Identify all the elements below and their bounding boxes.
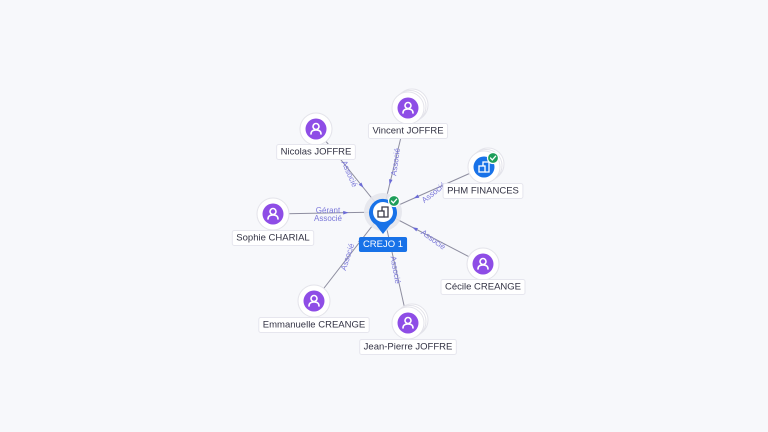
center-label-box [358,237,408,252]
node-vincent[interactable]: Vincent JOFFRE [367,88,449,139]
edge-arrow [343,210,349,215]
node-nicolas[interactable]: Nicolas JOFFRE [276,112,356,160]
node-label: PHM FINANCES [447,186,519,197]
person-icon [477,257,489,270]
edge-label: Associé [340,159,360,189]
verified-badge-icon [387,194,401,208]
edge-arrow [412,227,418,232]
node-phm[interactable]: PHM FINANCES [442,147,524,199]
person-icon [310,122,322,135]
person-icon [267,207,279,220]
node-emmanuelle[interactable]: Emmanuelle CREANGE [258,284,370,333]
edge-arrow [389,179,393,185]
node-label-box [359,339,457,355]
node-label-box [440,279,526,295]
node-label: Nicolas JOFFRE [281,147,352,158]
node-label-box [258,317,370,333]
node-label: Sophie CHARIAL [236,233,309,244]
edge-arrow [358,182,364,188]
node-label-box [231,230,315,246]
person-icon [308,294,320,307]
edge-label: Associé [339,242,356,272]
node-cecile[interactable]: Cécile CREANGE [440,247,526,295]
node-label-box [442,183,524,199]
edge-arrow [413,194,420,199]
edge-label: Associé [419,228,447,252]
node-label: Jean-Pierre JOFFRE [364,342,453,353]
edge-label: Associé [314,214,343,223]
nodes-layer: Vincent JOFFRE Nicolas JOFFRE PHM FINANCES… [231,88,526,355]
edge-label: Associé [389,147,402,177]
node-label: Cécile CREANGE [445,282,521,293]
building-icon [377,206,389,218]
edge-label: Gérant [316,206,341,215]
node-jeanpierre[interactable]: Jean-Pierre JOFFRE [359,303,457,355]
center-node[interactable]: CREJO 1 [358,193,408,252]
person-icon [402,101,414,114]
edge-label: Associé [389,255,403,285]
node-label-box [367,123,449,139]
person-icon [402,316,414,329]
node-label-box [276,144,356,160]
node-label: Vincent JOFFRE [372,126,443,137]
verified-badge-icon [486,151,500,165]
node-label: Emmanuelle CREANGE [263,320,365,331]
center-label: CREJO 1 [363,239,403,250]
node-sophie[interactable]: Sophie CHARIAL [231,197,315,246]
